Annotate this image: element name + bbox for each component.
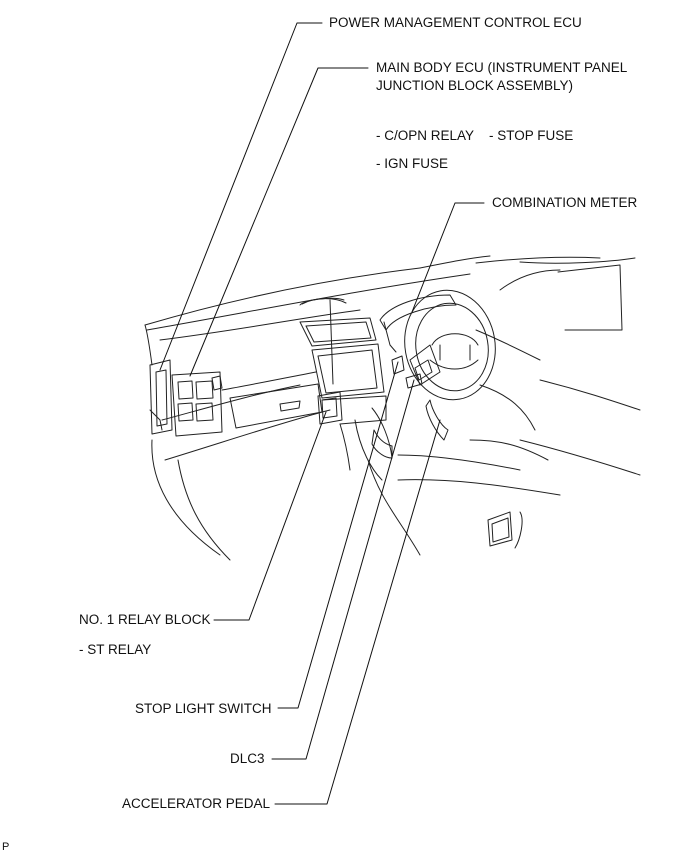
leader-dlc3 [271, 379, 415, 760]
leader-accelerator-pedal [274, 419, 441, 805]
label-ign-fuse: - IGN FUSE [376, 156, 449, 171]
leader-no1-relay-block [213, 411, 327, 621]
label-main-body-ecu-line2: JUNCTION BLOCK ASSEMBLY) [376, 78, 574, 93]
leader-main-body-ecu [189, 67, 369, 377]
label-st-relay: - ST RELAY [79, 642, 152, 657]
label-combination-meter: COMBINATION METER [492, 195, 638, 210]
leader-combination-meter [411, 202, 485, 313]
label-power-management-control-ecu: POWER MANAGEMENT CONTROL ECU [329, 15, 582, 30]
leader-stop-light-switch [277, 361, 399, 709]
corner-code: P [2, 841, 10, 853]
label-dlc3: DLC3 [230, 751, 265, 766]
label-no1-relay-block: NO. 1 RELAY BLOCK [79, 612, 211, 627]
dashboard-illustration [144, 255, 641, 561]
label-copn-relay: - C/OPN RELAY [376, 128, 475, 143]
label-main-body-ecu-line1: MAIN BODY ECU (INSTRUMENT PANEL [376, 60, 628, 75]
label-stop-light-switch: STOP LIGHT SWITCH [135, 701, 272, 716]
leader-power-mgmt-ecu [159, 22, 323, 371]
leader-lines [159, 22, 485, 805]
label-stop-fuse: - STOP FUSE [489, 128, 574, 143]
label-accelerator-pedal: ACCELERATOR PEDAL [122, 796, 271, 811]
